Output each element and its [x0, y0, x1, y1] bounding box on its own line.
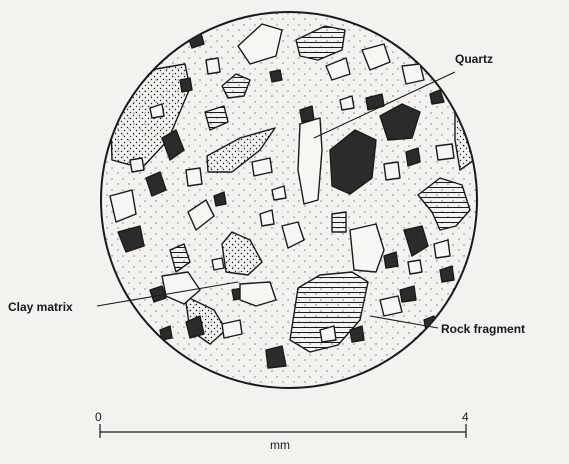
quartz-grain — [212, 258, 224, 270]
quartz-grain — [298, 118, 322, 204]
quartz-grain — [408, 260, 422, 274]
clay-matrix-label: Clay matrix — [8, 300, 73, 314]
dark-grain — [180, 78, 192, 92]
scale-unit-label: mm — [270, 438, 290, 452]
dark-grain — [266, 346, 286, 368]
quartz-grain — [130, 158, 144, 172]
quartz-grain — [436, 144, 454, 160]
dark-grain — [406, 148, 420, 166]
quartz-label: Quartz — [455, 52, 493, 66]
dark-grain — [270, 70, 282, 82]
quartz-grain — [186, 168, 202, 186]
quartz-grain — [222, 320, 242, 338]
quartz-grain — [380, 296, 402, 316]
scale-start-label: 0 — [95, 410, 102, 424]
scale-bar — [100, 424, 466, 438]
quartz-grain — [350, 224, 384, 272]
scale-end-label: 4 — [462, 410, 469, 424]
quartz-grain — [434, 240, 450, 258]
quartz-grain — [252, 158, 272, 176]
quartz-grain — [206, 58, 220, 74]
quartz-grain — [402, 64, 424, 84]
quartz-grain — [384, 162, 400, 180]
rock-fragment-label: Rock fragment — [441, 322, 525, 336]
hatched-grain — [332, 212, 346, 232]
